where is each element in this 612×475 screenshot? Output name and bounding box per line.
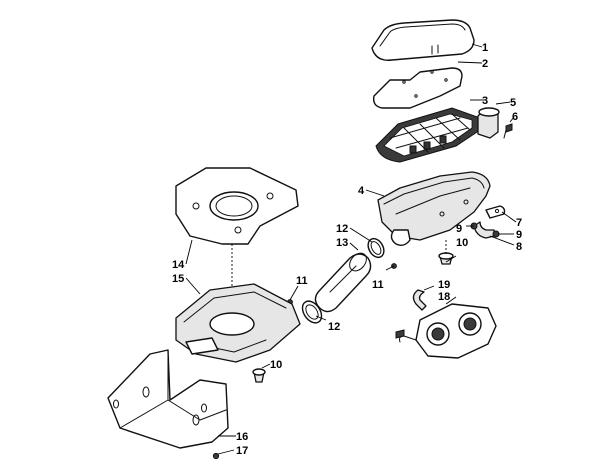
part-13-intake-duct <box>314 252 372 313</box>
callout-4: 4 <box>358 185 365 197</box>
part-12-clamp-lower <box>301 300 323 324</box>
part-10-grommet-upper <box>438 240 454 265</box>
callout-5: 5 <box>510 97 516 109</box>
part-15-lower-airbox <box>175 283 301 363</box>
part-8-drain-hose <box>473 221 495 239</box>
part-18-throttle-body <box>395 303 497 359</box>
callout-19: 19 <box>438 279 450 291</box>
part-5-elbow-fitting <box>477 107 500 139</box>
callout-8: 8 <box>516 241 522 253</box>
callout-12-lower: 12 <box>328 321 340 333</box>
part-2-filter-element <box>372 67 463 109</box>
leader-lines <box>185 43 517 455</box>
callout-3: 3 <box>482 95 488 107</box>
part-19-hose <box>412 289 427 311</box>
callout-10-upper: 10 <box>456 237 468 249</box>
part-1-airbox-cover <box>371 19 475 61</box>
callout-1: 1 <box>482 42 488 54</box>
callout-13: 13 <box>336 237 348 249</box>
callout-18: 18 <box>438 291 450 303</box>
callout-9-right: 9 <box>516 229 522 241</box>
callout-numbers: 1 2 3 5 6 4 7 9 9 8 10 12 13 11 11 12 14… <box>172 42 522 457</box>
callout-12-upper: 12 <box>336 223 348 235</box>
part-3-filter-cage <box>375 107 481 163</box>
callout-16: 16 <box>236 431 248 443</box>
callout-10-lower: 10 <box>270 359 282 371</box>
callout-14: 14 <box>172 259 185 271</box>
callout-7: 7 <box>516 217 522 229</box>
part-6-bolt <box>503 123 513 139</box>
callout-6: 6 <box>512 111 518 123</box>
part-17-screw <box>212 452 220 460</box>
part-14-lid-plate <box>175 167 299 320</box>
part-12-clamp-upper <box>367 237 385 259</box>
callout-17: 17 <box>236 445 248 457</box>
part-4-airbox-base <box>377 171 491 247</box>
callout-15: 15 <box>172 273 184 285</box>
part-7-bracket <box>485 205 506 219</box>
callout-11-right: 11 <box>372 279 384 291</box>
part-16-mounting-bracket <box>107 349 229 449</box>
part-10-grommet-lower <box>252 368 266 383</box>
callout-11-left: 11 <box>296 275 308 287</box>
callout-9-left: 9 <box>456 223 462 235</box>
callout-2: 2 <box>482 58 488 70</box>
